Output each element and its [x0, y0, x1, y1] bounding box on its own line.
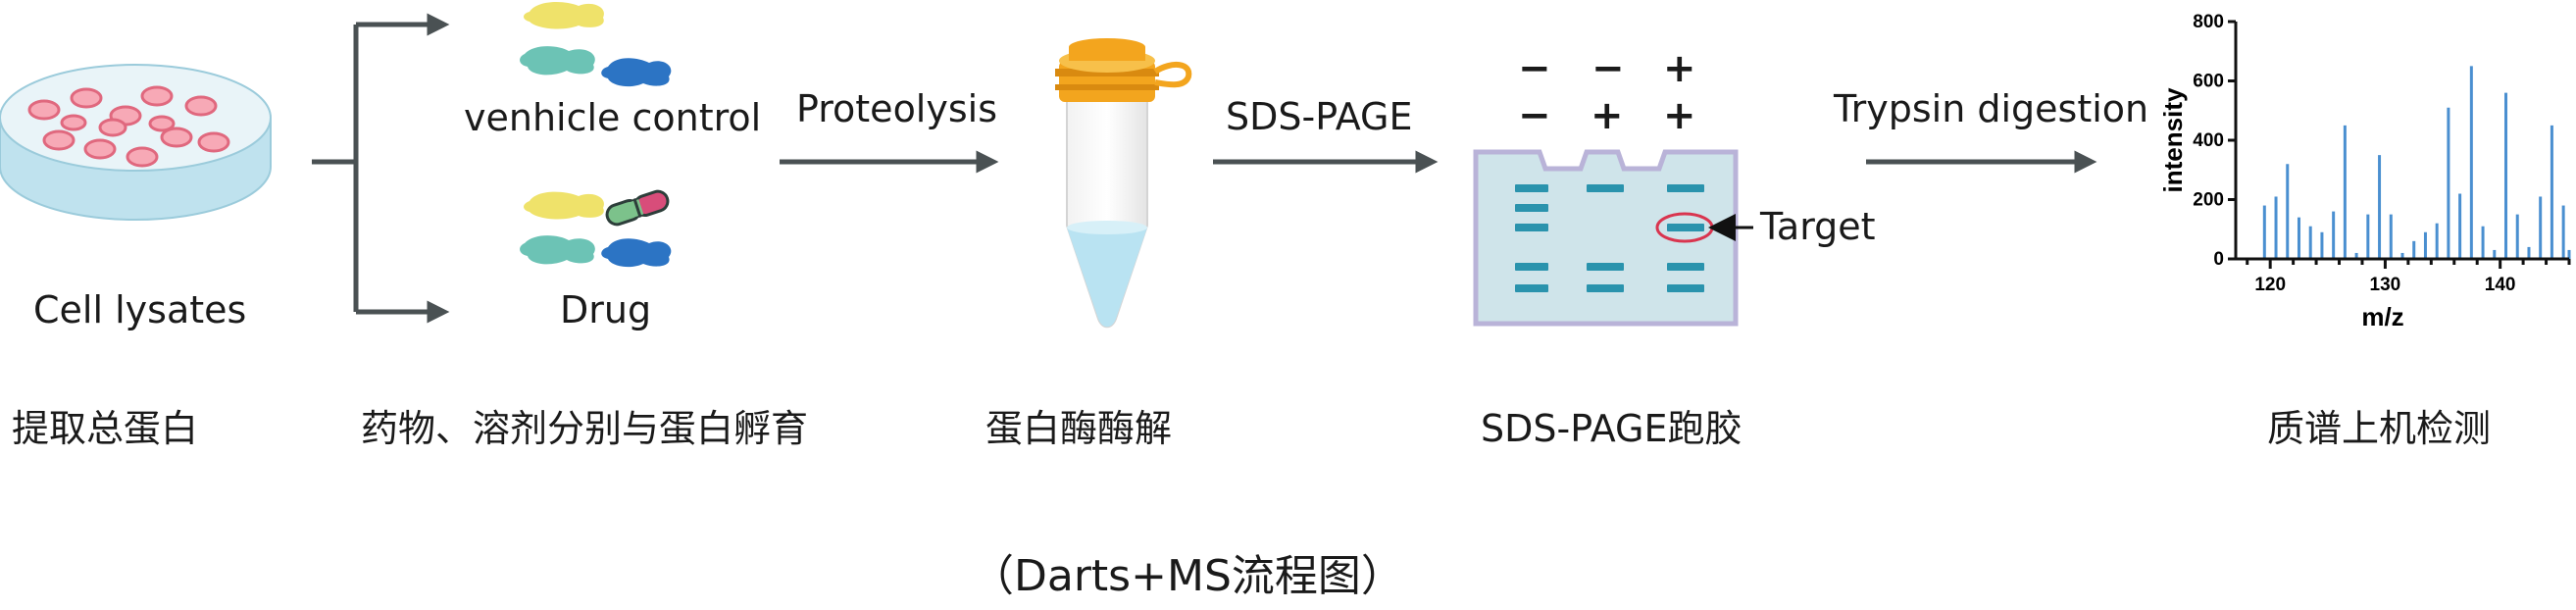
step1-label: 提取总蛋白: [12, 407, 199, 450]
y-tick-label: 200: [2193, 190, 2224, 211]
branch-arrow: [312, 13, 450, 324]
vehicle-control-label: venhicle control: [464, 96, 762, 139]
lane2-sign-top: −: [1591, 46, 1625, 91]
drug-molecules-icon: [520, 189, 672, 268]
x-axis-label: m/z: [2361, 302, 2403, 331]
step2-label: 药物、溶剂分别与蛋白孵育: [361, 407, 809, 450]
target-label: Target: [1760, 205, 1876, 248]
x-tick-label: 140: [2485, 275, 2516, 295]
solvent-molecules-icon: [520, 2, 672, 87]
petri-dish-icon: [0, 64, 272, 221]
y-tick-label: 600: [2193, 72, 2224, 92]
x-tick-label: 120: [2254, 275, 2286, 295]
sds-page-gel: [1473, 149, 1753, 327]
step4-label: SDS-PAGE跑胶: [1481, 407, 1743, 450]
step3-label: 蛋白酶酶解: [985, 407, 1173, 450]
y-axis-label: intensity: [2158, 87, 2188, 192]
drug-label: Drug: [560, 288, 652, 331]
lane3-sign-bottom: +: [1663, 93, 1696, 138]
pill-icon: [605, 189, 670, 227]
y-tick-label: 400: [2193, 130, 2224, 151]
target-pointer-icon: [1708, 214, 1736, 241]
cell-lysates-label: Cell lysates: [33, 288, 247, 331]
figure-caption: （Darts+MS流程图）: [971, 551, 1404, 601]
x-tick-label: 130: [2370, 275, 2401, 295]
lane1-sign-top: −: [1518, 46, 1551, 91]
y-tick-label: 800: [2193, 12, 2224, 32]
eppendorf-tube-icon: [1055, 38, 1192, 329]
proteolysis-label: Proteolysis: [796, 87, 998, 130]
y-tick-label: 0: [2213, 249, 2224, 270]
mass-spectrum-chart: 0 200 400 600 800 120 130 140 m/z intensity: [2158, 12, 2571, 331]
lane2-sign-bottom: +: [1591, 93, 1624, 138]
gel-bands: [1515, 184, 1704, 292]
step5-label: 质谱上机检测: [2267, 407, 2492, 450]
lane1-sign-bottom: −: [1518, 93, 1551, 138]
sds-page-label: SDS-PAGE: [1226, 95, 1413, 138]
lane3-sign-top: +: [1663, 46, 1696, 91]
trypsin-digestion-label: Trypsin digestion: [1834, 87, 2149, 130]
